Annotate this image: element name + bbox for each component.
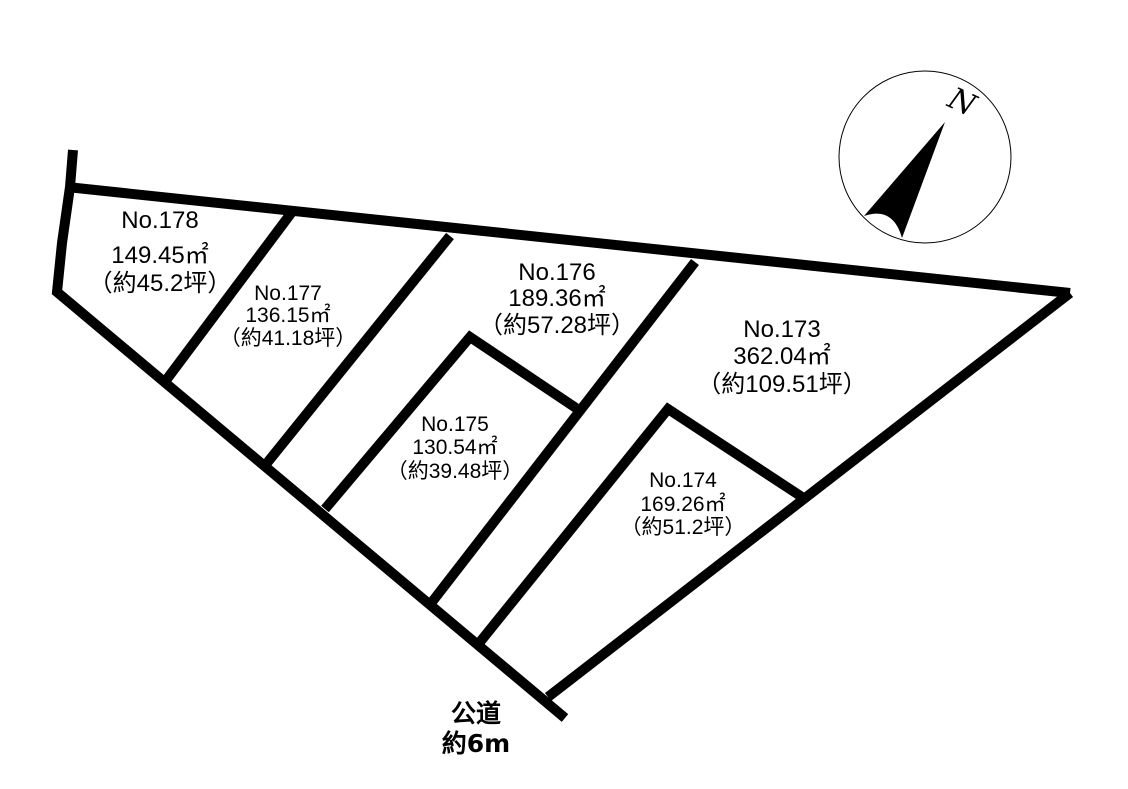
lot-tsubo: （約41.18坪）: [220, 327, 357, 350]
lot-label-174: No.174 169.26㎡ （約51.2坪）: [621, 469, 746, 539]
lot-tsubo: （約45.2坪）: [89, 270, 232, 297]
lot-number: No.177: [254, 282, 322, 305]
road-width: 約6m: [442, 729, 510, 758]
lot-area: 169.26㎡: [640, 492, 725, 516]
lot-area: 149.45㎡: [111, 242, 208, 269]
divider-177-176: [263, 232, 454, 467]
divider-178-177: [159, 209, 297, 386]
left-boundary: [51, 149, 569, 722]
lot-tsubo: （約51.2坪）: [621, 516, 746, 539]
divider-176-173: [428, 258, 699, 606]
lot-label-178: No.178 149.45㎡ （約45.2坪）: [89, 207, 232, 297]
lot-label-173: No.173 362.04㎡ （約109.51坪）: [697, 316, 866, 398]
lot-label-175: No.175 130.54㎡ （約39.48坪）: [387, 413, 524, 483]
road-label: 公道 約6m: [442, 699, 510, 758]
north-arrow-icon: N: [838, 70, 1012, 244]
road-name: 公道: [451, 699, 501, 728]
lot-area: 189.36㎡: [508, 285, 605, 312]
lot-tsubo: （約57.28坪）: [479, 312, 635, 339]
lot-tsubo: （約109.51坪）: [697, 371, 866, 398]
lot-label-177: No.177 136.15㎡ （約41.18坪）: [220, 282, 357, 350]
lot-tsubo: （約39.48坪）: [387, 460, 524, 483]
lot-area: 362.04㎡: [733, 343, 830, 370]
lot-number: No.176: [518, 259, 595, 286]
lot-boundaries: [51, 149, 1074, 722]
lot-number: No.173: [743, 316, 820, 343]
lot-175-boundary: [321, 330, 579, 513]
lot-174-boundary: [476, 402, 805, 646]
lot-number: No.174: [649, 469, 717, 492]
lot-area: 130.54㎡: [412, 435, 497, 459]
north-label: N: [942, 81, 983, 125]
right-boundary: [544, 289, 1074, 701]
lot-number: No.178: [121, 207, 198, 234]
lot-label-176: No.176 189.36㎡ （約57.28坪）: [479, 259, 635, 339]
lot-area: 136.15㎡: [245, 303, 330, 327]
lot-number: No.175: [421, 413, 489, 436]
top-boundary: [66, 182, 1071, 298]
